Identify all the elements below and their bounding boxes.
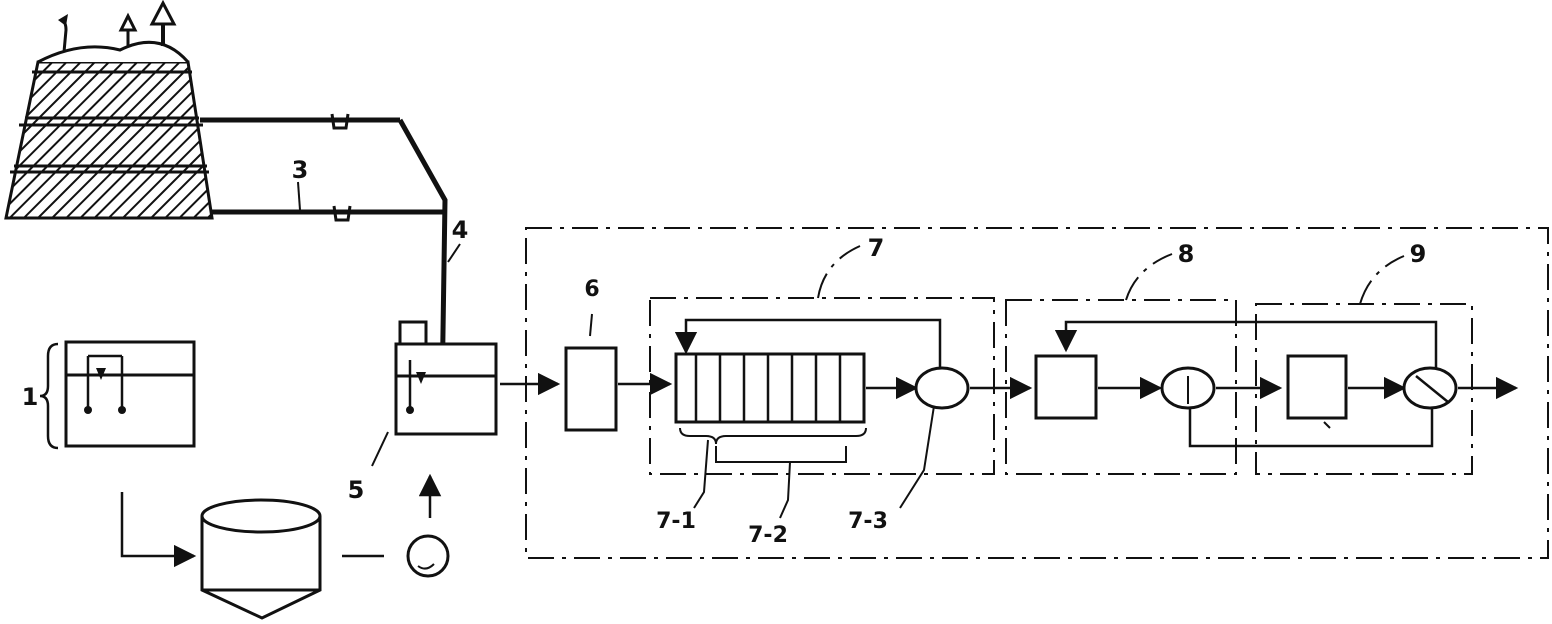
storage-tank — [200, 498, 322, 620]
reactor-9-box — [1286, 354, 1348, 420]
gas-vent-arrows — [58, 0, 177, 53]
stage-7-boundary — [649, 297, 995, 475]
label-stage-8: 8 — [1178, 240, 1195, 268]
pump-icon — [406, 534, 450, 578]
label-riser-4: 4 — [452, 216, 469, 244]
settler-7-3-icon — [914, 366, 970, 410]
stage-8-boundary — [1005, 299, 1237, 475]
label-stage-7: 7 — [868, 234, 885, 262]
label-unit-6: 6 — [584, 277, 599, 302]
multi-chamber-reactor-7-1-7-2 — [674, 352, 866, 424]
label-7-3: 7-3 — [848, 509, 888, 534]
pretreatment-unit-6 — [564, 346, 618, 432]
label-tank-5: 5 — [348, 476, 365, 504]
label-7-1: 7-1 — [656, 509, 696, 534]
monitoring-well-box — [39, 340, 196, 450]
label-stage-9: 9 — [1410, 240, 1427, 268]
landfill-pile — [4, 40, 214, 220]
reactor-8-box — [1034, 354, 1098, 420]
label-7-2: 7-2 — [748, 523, 788, 548]
collection-tank-5 — [394, 320, 498, 436]
collection-pipes — [200, 113, 448, 399]
label-pipe-3: 3 — [292, 156, 309, 184]
label-item-1: 1 — [22, 383, 39, 411]
treatment-system-boundary — [525, 227, 1549, 559]
